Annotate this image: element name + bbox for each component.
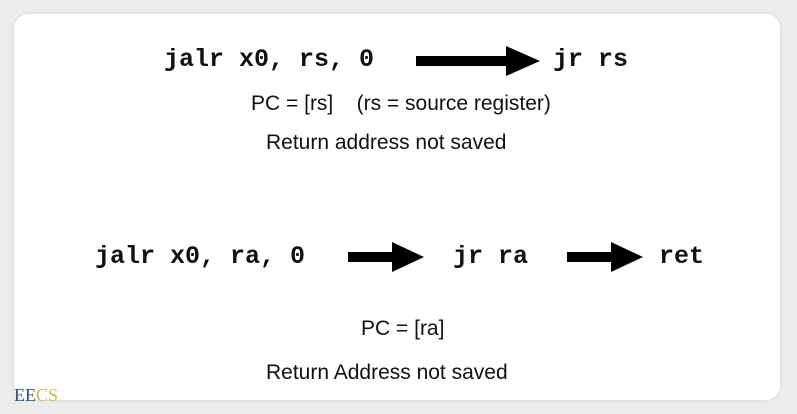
row2-middle-instruction: jr ra (453, 242, 529, 271)
row2-first-arrow-icon (348, 242, 424, 272)
row2-saved-note: Return Address not saved (266, 361, 508, 384)
row1-pc-note: PC = [rs] (rs = source register) (251, 92, 551, 115)
logo-part-cs: CS (36, 385, 59, 405)
row2-source-instruction: jalr x0, ra, 0 (95, 242, 306, 271)
slide-card (14, 14, 780, 400)
course-logo: EECS (14, 386, 58, 404)
row1-saved-note: Return address not saved (266, 131, 507, 154)
row2-pc-note: PC = [ra] (361, 317, 445, 340)
row2-second-arrow-icon (567, 242, 643, 272)
logo-part-ee: EE (14, 385, 36, 405)
row1-target-instruction: jr rs (553, 45, 629, 74)
row1-arrow-icon (416, 46, 540, 76)
row2-target-instruction: ret (659, 242, 705, 271)
row1-source-instruction: jalr x0, rs, 0 (164, 45, 375, 74)
